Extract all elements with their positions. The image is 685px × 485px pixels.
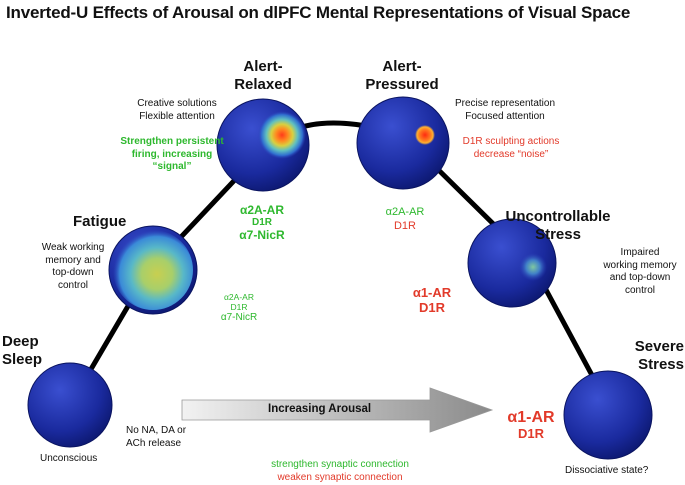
alert-relaxed-label-line2: Relaxed (234, 76, 292, 93)
fatigue-receptor-a7: α7-NicR (220, 312, 258, 323)
severe-stress-label: Severe Stress (630, 338, 684, 374)
fatigue-description: Weak working memory and top-down control (38, 242, 108, 292)
alert-relaxed-effect: Strengthen persistent firing, increasing… (112, 136, 232, 174)
severe-stress-note: Dissociative state? (565, 465, 649, 476)
fatigue-label: Fatigue (73, 213, 127, 230)
uncontrollable-stress-label-line2: Stress (535, 226, 581, 243)
fatigue-desc-line3: top-down (52, 267, 94, 278)
alert-relaxed-desc-line2: Flexible attention (139, 110, 215, 122)
fatigue-desc-line4: control (57, 279, 88, 291)
uncontrollable-stress-desc-line1: Impaired (620, 247, 660, 258)
severe-stress-receptors: α1-AR D1R (496, 409, 566, 442)
fatigue-receptors: α2A-AR D1R α7-NicR (214, 292, 264, 324)
alert-relaxed-sphere (216, 98, 310, 192)
increasing-arousal-arrow (181, 387, 494, 433)
deep-sleep-label: Deep Sleep (2, 333, 42, 369)
deep-sleep-neuro: No NA, DA or ACh release (126, 425, 186, 450)
alert-pressured-effect-line2: decrease “noise” (473, 148, 549, 160)
fatigue-sphere (108, 225, 198, 315)
legend: strengthen synaptic connection weaken sy… (240, 458, 440, 484)
alert-pressured-desc-line1: Precise representation (454, 98, 556, 109)
alert-pressured-desc-line2: Focused attention (465, 110, 545, 122)
fatigue-receptor-a2a: α2A-AR (224, 292, 254, 302)
alert-relaxed-label-line1: Alert- (243, 58, 283, 75)
alert-relaxed-effect-line1: Strengthen persistent (120, 136, 224, 147)
uncontrollable-stress-receptors: α1-AR D1R (402, 285, 462, 315)
fatigue-desc-line1: Weak working (41, 242, 105, 253)
alert-relaxed-description: Creative solutions Flexible attention (132, 98, 222, 123)
uncontrollable-stress-description: Impaired working memory and top-down con… (598, 247, 682, 297)
alert-pressured-receptors: α2A-AR D1R (377, 205, 433, 233)
alert-relaxed-receptor-a2a: α2A-AR (239, 203, 285, 217)
arrow-label: Increasing Arousal (268, 403, 372, 415)
uncontrollable-stress-label: Uncontrollable Stress (493, 208, 623, 244)
deep-sleep-label-line2: Sleep (2, 351, 43, 368)
uncontrollable-stress-receptor-a1: α1-AR (412, 285, 452, 300)
alert-pressured-description: Precise representation Focused attention (446, 98, 564, 123)
severe-stress-receptor-a1: α1-AR (507, 409, 555, 426)
alert-relaxed-effect-line2: firing, increasing “signal” (131, 148, 213, 173)
uncontrollable-stress-desc-line3: and top-down (609, 272, 671, 283)
alert-relaxed-receptors: α2A-AR D1R α7-NicR (232, 204, 292, 242)
severe-stress-label-line1: Severe (634, 338, 684, 355)
deep-sleep-neuro-line1: No NA, DA or (126, 425, 187, 436)
uncontrollable-stress-sphere (467, 218, 557, 308)
alert-relaxed-label: Alert- Relaxed (228, 58, 298, 94)
deep-sleep-note: Unconscious (40, 453, 98, 464)
alert-pressured-label: Alert- Pressured (357, 58, 447, 94)
alert-pressured-effect: D1R sculpting actions decrease “noise” (452, 136, 570, 161)
uncontrollable-stress-desc-line2: working memory (603, 259, 677, 271)
alert-relaxed-receptor-d1r: D1R (251, 217, 272, 228)
fatigue-desc-line2: memory and (45, 254, 101, 266)
alert-pressured-effect-line1: D1R sculpting actions (462, 136, 560, 147)
uncontrollable-stress-desc-line4: control (624, 284, 655, 296)
deep-sleep-neuro-line2: ACh release (126, 437, 182, 449)
alert-pressured-receptor-a2a: α2A-AR (385, 206, 425, 218)
uncontrollable-stress-receptor-d1r: D1R (418, 300, 445, 315)
alert-relaxed-desc-line1: Creative solutions (137, 98, 217, 109)
uncontrollable-stress-label-line1: Uncontrollable (505, 208, 611, 225)
alert-pressured-label-line2: Pressured (365, 76, 439, 93)
severe-stress-sphere (563, 370, 653, 460)
severe-stress-receptor-d1r: D1R (517, 426, 544, 441)
deep-sleep-label-line1: Deep (2, 333, 39, 350)
alert-pressured-receptor-d1r: D1R (393, 220, 416, 232)
legend-green: strengthen synaptic connection (271, 459, 409, 470)
alert-pressured-sphere (356, 96, 450, 190)
alert-pressured-label-line1: Alert- (382, 58, 422, 75)
legend-red: weaken synaptic connection (277, 472, 403, 483)
page-title: Inverted-U Effects of Arousal on dlPFC M… (6, 3, 631, 22)
alert-relaxed-receptor-a7: α7-NicR (239, 228, 285, 242)
severe-stress-label-line2: Stress (638, 356, 684, 373)
deep-sleep-sphere (27, 362, 113, 448)
fatigue-receptor-d1r: D1R (230, 302, 248, 312)
